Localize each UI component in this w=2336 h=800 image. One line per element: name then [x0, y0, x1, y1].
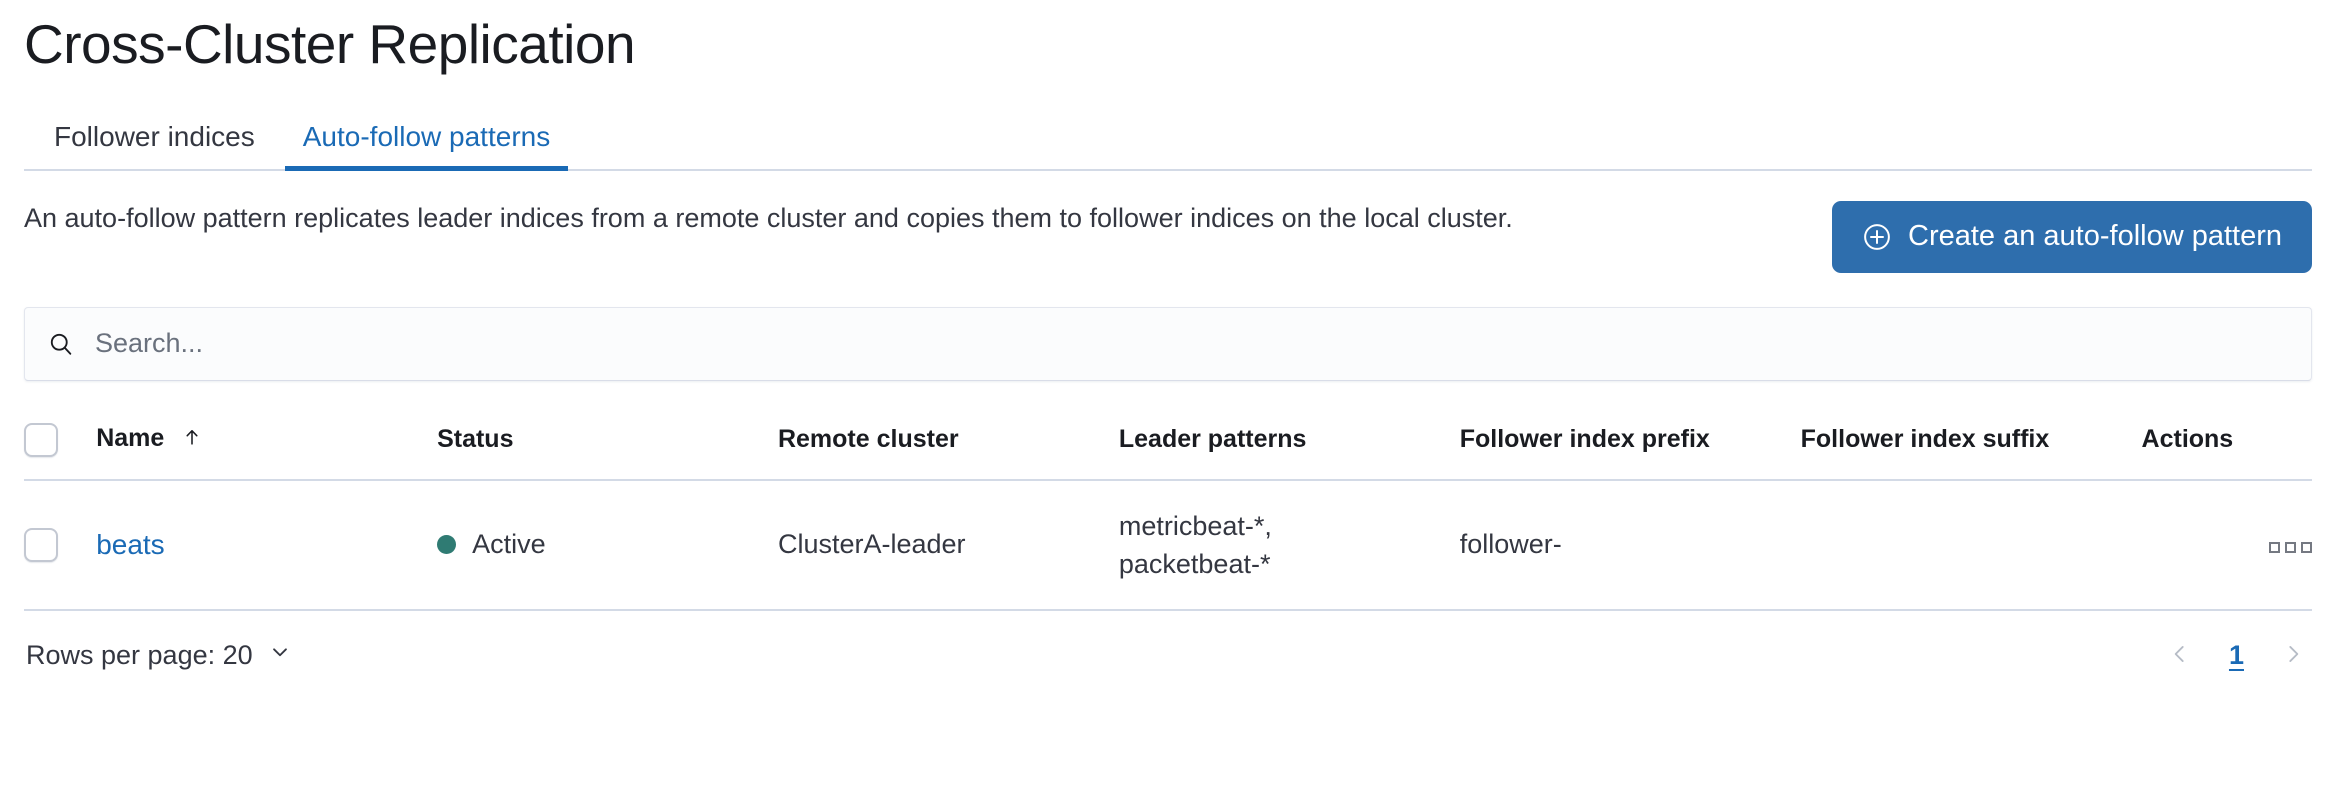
- table-footer: Rows per page: 20 1: [24, 637, 2312, 674]
- row-checkbox[interactable]: [24, 527, 58, 562]
- cell-leader-patterns: metricbeat-*, packetbeat-*: [1118, 479, 1460, 612]
- leader-pattern-item: packetbeat-*: [1118, 548, 1271, 579]
- pattern-name-link[interactable]: beats: [96, 528, 165, 560]
- description-row: An auto-follow pattern replicates leader…: [24, 199, 2312, 273]
- row-select-cell: [24, 479, 97, 612]
- search-bar[interactable]: [24, 306, 2312, 381]
- column-header-follower-index-prefix[interactable]: Follower index prefix: [1459, 408, 1801, 481]
- description-text: An auto-follow pattern replicates leader…: [24, 202, 1513, 233]
- column-header-actions: Actions: [2141, 408, 2312, 481]
- status-badge: Active: [437, 529, 546, 560]
- pagination: 1: [2163, 637, 2310, 674]
- leader-pattern-item: metricbeat-*,: [1118, 510, 1272, 541]
- page-title: Cross-Cluster Replication: [24, 13, 636, 75]
- tab-follower-indices[interactable]: Follower indices: [24, 122, 285, 169]
- pagination-previous-button[interactable]: [2163, 637, 2197, 674]
- search-icon: [47, 330, 75, 358]
- cell-follower-index-suffix: [1800, 479, 2142, 612]
- column-header-name-label: Name: [96, 424, 165, 452]
- chevron-left-icon: [2167, 641, 2193, 670]
- column-header-name[interactable]: Name: [96, 408, 438, 481]
- column-header-remote-cluster[interactable]: Remote cluster: [777, 408, 1119, 481]
- tab-auto-follow-patterns[interactable]: Auto-follow patterns: [284, 122, 569, 171]
- plus-in-circle-icon: [1862, 222, 1892, 252]
- search-input[interactable]: [93, 307, 2289, 380]
- cell-remote-cluster: ClusterA-leader: [777, 479, 1119, 612]
- cell-status: Active: [437, 479, 778, 612]
- table-header-row: Name Status Remote cluster Leader patter…: [24, 408, 2312, 481]
- tabs-bar: Follower indices Auto-follow patterns: [24, 109, 2312, 171]
- create-auto-follow-pattern-button[interactable]: Create an auto-follow pattern: [1832, 200, 2312, 273]
- leader-patterns-list: metricbeat-*, packetbeat-*: [1119, 507, 1460, 584]
- create-button-label: Create an auto-follow pattern: [1908, 220, 2282, 252]
- boxes-horizontal-icon: [2285, 542, 2296, 554]
- column-header-status[interactable]: Status: [437, 408, 778, 481]
- chevron-down-icon: [267, 639, 293, 672]
- select-all-header: [24, 408, 97, 481]
- rows-per-page-label: Rows per page: 20: [26, 640, 253, 671]
- boxes-horizontal-icon: [2301, 542, 2312, 554]
- auto-follow-patterns-table: Name Status Remote cluster Leader patter…: [24, 408, 2312, 612]
- boxes-horizontal-icon: [2269, 542, 2280, 554]
- select-all-checkbox[interactable]: [24, 422, 58, 457]
- row-actions-button[interactable]: [2269, 542, 2312, 554]
- table-row: beats Active ClusterA-leader metricbeat-…: [24, 479, 2312, 612]
- sort-ascending-arrow-icon: [181, 426, 203, 455]
- status-dot-icon: [437, 534, 457, 554]
- cell-follower-index-prefix: follower-: [1459, 479, 1801, 612]
- chevron-right-icon: [2280, 641, 2306, 670]
- cell-name: beats: [96, 479, 438, 612]
- rows-per-page-selector[interactable]: Rows per page: 20: [26, 639, 293, 672]
- column-header-leader-patterns[interactable]: Leader patterns: [1118, 408, 1460, 481]
- status-label: Active: [472, 528, 546, 559]
- pagination-page-1[interactable]: 1: [2223, 640, 2250, 671]
- column-header-follower-index-suffix[interactable]: Follower index suffix: [1800, 408, 2142, 481]
- cell-actions: [2141, 479, 2312, 612]
- pagination-next-button[interactable]: [2276, 637, 2310, 674]
